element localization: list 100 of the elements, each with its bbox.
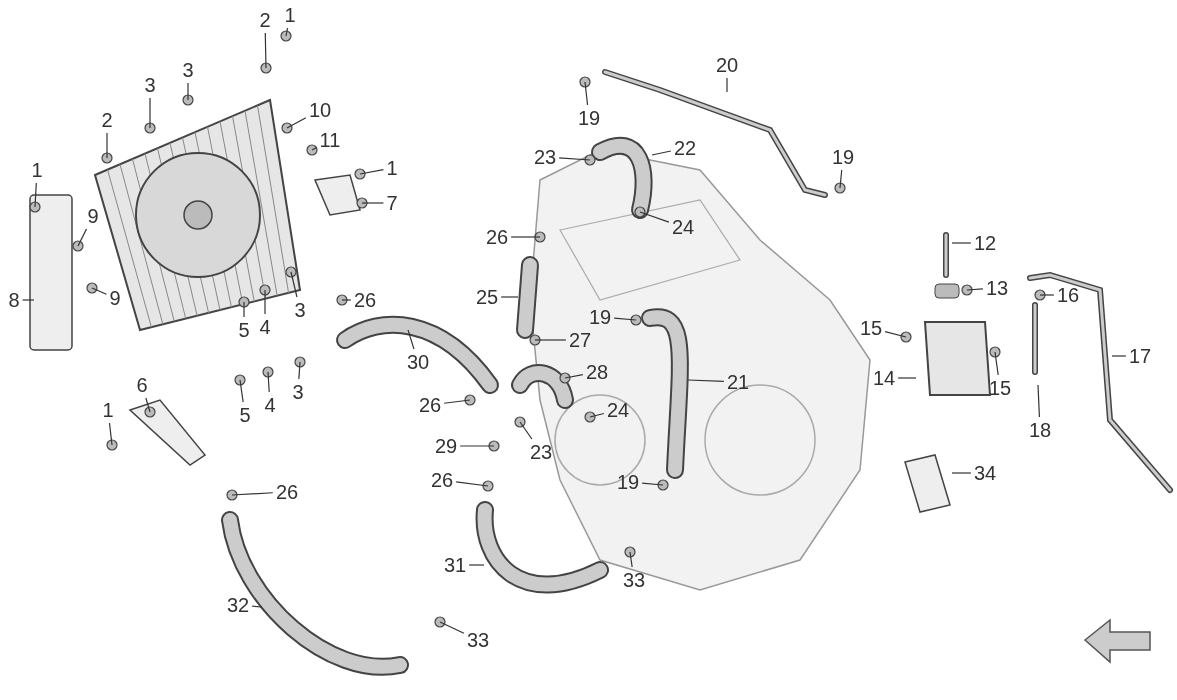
leader-line [443, 399, 471, 404]
callout-number: 8 [8, 290, 20, 310]
leader-line [468, 564, 485, 566]
callout-number: 26 [430, 470, 454, 490]
callout-number: 32 [226, 595, 250, 615]
leader-line [651, 150, 672, 156]
leader-line [239, 379, 244, 403]
callout-number: 7 [386, 193, 398, 213]
callout-number: 33 [466, 630, 490, 650]
callout-number: 1 [386, 158, 398, 178]
leader-line [639, 211, 670, 223]
leader-line [459, 445, 495, 447]
callout-number: 13 [985, 278, 1009, 298]
leader-line [251, 605, 263, 608]
callout-number: 5 [238, 320, 250, 340]
leader-line [264, 289, 266, 315]
callout-number: 31 [443, 555, 467, 575]
callout-number: 2 [101, 110, 113, 130]
callout-number: 10 [308, 100, 332, 120]
leader-line [510, 236, 541, 238]
leader-line [361, 202, 385, 204]
leader-line [519, 421, 533, 440]
callout-number: 24 [671, 217, 695, 237]
leader-line [290, 271, 298, 298]
leader-line [687, 379, 725, 383]
leader-line [439, 621, 465, 634]
callout-number: 20 [715, 55, 739, 75]
leader-line [951, 472, 972, 474]
leader-line [1037, 384, 1040, 418]
callout-number: 19 [588, 307, 612, 327]
leader-line [264, 32, 267, 69]
callout-number: 14 [872, 368, 896, 388]
leader-line [1039, 294, 1055, 296]
leader-line [106, 132, 108, 159]
callout-number: 26 [485, 227, 509, 247]
callout-number: 30 [406, 352, 430, 372]
leader-line [994, 351, 999, 376]
leader-line [897, 377, 917, 379]
callout-number: 4 [259, 317, 271, 337]
callout-number: 11 [319, 130, 341, 150]
leader-line [145, 397, 151, 413]
leader-line [108, 422, 113, 446]
callout-number: 23 [529, 442, 553, 462]
callout-number: 19 [616, 472, 640, 492]
callout-number: 29 [434, 436, 458, 456]
leader-line [629, 551, 633, 568]
callout-number: 25 [475, 287, 499, 307]
callout-number: 19 [577, 108, 601, 128]
callout-number: 26 [418, 395, 442, 415]
callout-number: 27 [568, 330, 592, 350]
callout-number: 34 [973, 463, 997, 483]
callout-number: 1 [284, 5, 296, 25]
callout-number: 16 [1056, 285, 1080, 305]
callout-number: 2 [259, 10, 271, 30]
callout-number: 4 [264, 395, 276, 415]
callout-number: 24 [606, 400, 630, 420]
callout-number: 17 [1128, 346, 1152, 366]
leader-line [341, 299, 352, 301]
leader-line [534, 339, 567, 341]
leader-line [231, 492, 274, 496]
leader-line [1111, 355, 1127, 357]
callout-number: 9 [109, 288, 121, 308]
leader-line [407, 329, 415, 350]
callout-number: 15 [988, 378, 1012, 398]
leader-line [77, 228, 88, 247]
leader-line [966, 288, 984, 291]
callout-number: 5 [239, 405, 251, 425]
leader-line [455, 481, 489, 487]
callout-number: 3 [144, 75, 156, 95]
leader-line [839, 169, 843, 189]
leader-line [91, 287, 108, 295]
callout-number: 26 [275, 482, 299, 502]
leader-line [951, 242, 972, 244]
callout-number: 3 [294, 300, 306, 320]
leader-line [243, 301, 245, 318]
callout-number: 9 [87, 206, 99, 226]
callout-number: 3 [182, 60, 194, 80]
leader-line [149, 97, 151, 129]
leader-line [641, 482, 664, 486]
leader-line [558, 157, 591, 161]
leader-line [187, 82, 189, 101]
leader-line [584, 81, 589, 106]
leader-line [726, 77, 728, 93]
callout-number: 22 [673, 138, 697, 158]
callout-number: 33 [622, 570, 646, 590]
callout-number: 18 [1028, 420, 1052, 440]
callout-number: 1 [102, 400, 114, 420]
leader-line [21, 299, 35, 301]
callout-number: 23 [533, 147, 557, 167]
leader-line [884, 331, 907, 338]
leader-line [500, 296, 519, 298]
leader-line [298, 361, 301, 380]
callout-number: 28 [585, 362, 609, 382]
leader-line [267, 371, 270, 393]
callout-number: 21 [726, 372, 750, 392]
callout-number: 3 [292, 382, 304, 402]
callout-number: 6 [136, 375, 148, 395]
leader-line [34, 182, 37, 208]
leader-line [285, 27, 289, 37]
callout-number: 26 [353, 290, 377, 310]
